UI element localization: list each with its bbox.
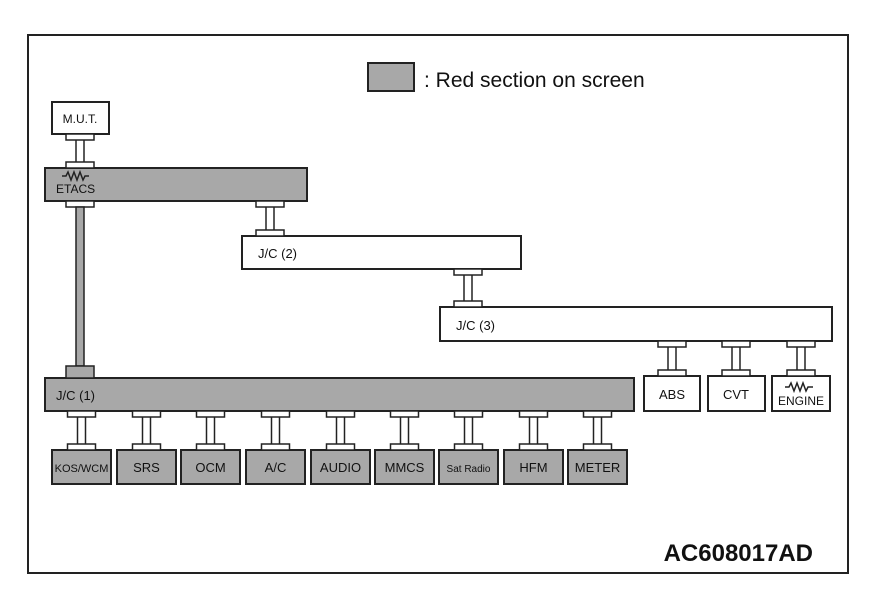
connector-jc1-module xyxy=(389,410,420,451)
legend-label: : Red section on screen xyxy=(424,69,645,92)
connector-jc3-engine xyxy=(786,340,816,377)
jc1-label: J/C (1) xyxy=(56,388,95,403)
mut-unit: M.U.T. xyxy=(51,101,110,135)
connector-etacs-jc2 xyxy=(255,200,285,237)
module-label: A/C xyxy=(265,460,287,475)
connector-jc1-module xyxy=(260,410,291,451)
module-label: MMCS xyxy=(385,460,425,475)
module-label: AUDIO xyxy=(320,460,361,475)
module-box xyxy=(310,449,371,485)
abs-label: ABS xyxy=(659,387,685,402)
jc1-unit: J/C (1) xyxy=(44,377,635,412)
connector-jc1-module xyxy=(453,410,484,451)
jc3-box xyxy=(439,306,833,342)
connector-jc1-module xyxy=(582,410,613,451)
legend: : Red section on screen xyxy=(367,62,645,92)
connector-jc1-module xyxy=(195,410,226,451)
engine-box xyxy=(771,375,831,412)
connector-jc3-cvt xyxy=(721,340,751,377)
module-meter: METER xyxy=(567,449,628,485)
jc2-label: J/C (2) xyxy=(258,246,297,261)
module-label: OCM xyxy=(195,460,225,475)
mut-label: M.U.T. xyxy=(63,112,98,126)
module-sat-radio: Sat Radio xyxy=(438,449,499,485)
bus-etacs-jc1 xyxy=(65,200,95,379)
connector-mut-etacs xyxy=(65,133,95,169)
module-label: SRS xyxy=(133,460,160,475)
abs-box xyxy=(643,375,701,412)
connector-jc1-module xyxy=(66,410,97,451)
module-box xyxy=(180,449,241,485)
engine-label: ENGINE xyxy=(778,394,824,408)
module-box xyxy=(245,449,306,485)
module-label: Sat Radio xyxy=(447,464,491,475)
connector-jc3-abs xyxy=(657,340,687,377)
module-label: KOS/WCM xyxy=(55,463,109,475)
module-audio: AUDIO xyxy=(310,449,371,485)
module-ocm: OCM xyxy=(180,449,241,485)
connector-jc1-module xyxy=(325,410,356,451)
etacs-box xyxy=(44,167,308,202)
abs-unit: ABS xyxy=(643,375,701,412)
module-box xyxy=(116,449,177,485)
connector-jc1-module xyxy=(518,410,549,451)
module-mmcs: MMCS xyxy=(374,449,435,485)
jc3-label: J/C (3) xyxy=(456,318,495,333)
module-label: HFM xyxy=(519,460,547,475)
engine-unit: ENGINE xyxy=(771,375,831,412)
jc3-unit: J/C (3) xyxy=(439,306,833,342)
etacs-label: ETACS xyxy=(56,182,95,196)
cvt-box xyxy=(707,375,766,412)
cvt-label: CVT xyxy=(723,387,749,402)
figure-id: AC608017AD xyxy=(664,540,813,567)
module-label: METER xyxy=(575,460,621,475)
jc1-box xyxy=(44,377,635,412)
module-srs: SRS xyxy=(116,449,177,485)
connectors xyxy=(65,133,816,451)
module-kos-wcm: KOS/WCM xyxy=(51,449,112,485)
jc2-unit: J/C (2) xyxy=(241,235,522,270)
module-hfm: HFM xyxy=(503,449,564,485)
diagram-frame xyxy=(27,34,849,574)
jc2-box xyxy=(241,235,522,270)
connector-jc2-jc3 xyxy=(453,268,483,308)
etacs-unit: ETACS xyxy=(44,167,308,202)
resistor-icon xyxy=(785,380,813,394)
legend-swatch xyxy=(367,62,415,92)
cvt-unit: CVT xyxy=(707,375,766,412)
module-row: KOS/WCM SRS OCM A/C AUDIO MMCS Sat Radio HFM MET… xyxy=(51,449,628,485)
resistor-icon xyxy=(62,169,89,183)
connector-jc1-module xyxy=(131,410,162,451)
module-a-c: A/C xyxy=(245,449,306,485)
